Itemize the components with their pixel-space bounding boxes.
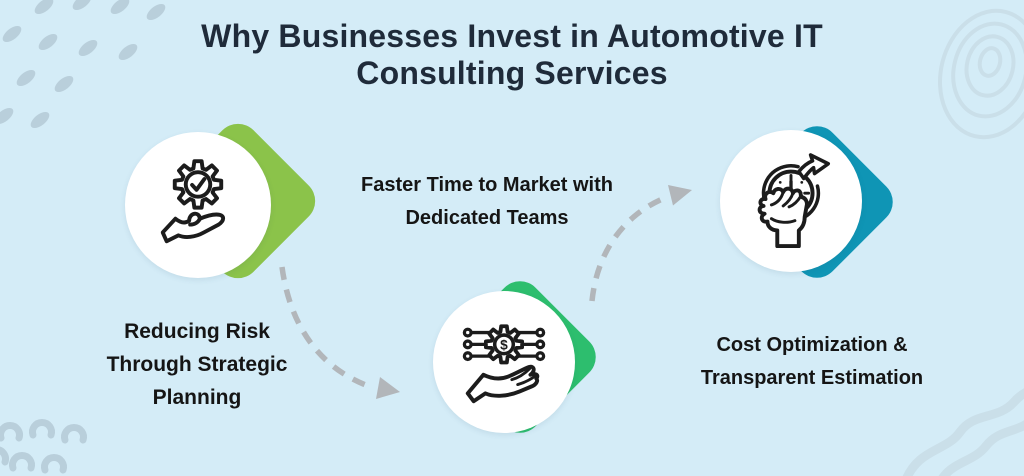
- hand-circuit-dollar-gear-icon: $: [462, 324, 546, 404]
- icon-circle: [125, 132, 271, 278]
- connector-arrow-2: [589, 185, 692, 302]
- label-line: Reducing Risk: [124, 320, 270, 343]
- squiggle-decoration: [902, 388, 1024, 476]
- page-title-line-1: Why Businesses Invest in Automotive IT: [201, 18, 823, 54]
- fist-stopwatch-arrow-icon: [757, 153, 831, 249]
- label-reducing-risk: Reducing Risk Through Strategic Planning: [67, 315, 327, 414]
- label-line: Cost Optimization &: [716, 334, 908, 356]
- page-title: Why Businesses Invest in Automotive IT C…: [0, 18, 1024, 92]
- label-line: Faster Time to Market with: [361, 174, 613, 196]
- label-line: Dedicated Teams: [405, 207, 569, 229]
- dash-pattern-decoration: [0, 0, 166, 129]
- label-faster-time-to-market: Faster Time to Market with Dedicated Tea…: [327, 169, 647, 235]
- arch-pattern-decoration: [0, 419, 87, 474]
- label-line: Through Strategic: [106, 353, 288, 376]
- concentric-rings-decoration: [937, 8, 1024, 140]
- arrowhead-icon: [668, 185, 692, 206]
- label-line: Transparent Estimation: [700, 367, 924, 389]
- page-title-line-2: Consulting Services: [356, 55, 668, 91]
- connector-arrow-1: [279, 266, 400, 399]
- label-line: Planning: [152, 386, 242, 409]
- hand-gear-check-icon: [160, 159, 226, 244]
- dollar-glyph: $: [500, 337, 508, 352]
- label-cost-optimization: Cost Optimization & Transparent Estimati…: [652, 329, 972, 395]
- icon-circle: $: [433, 291, 575, 433]
- arrowhead-icon: [376, 377, 400, 399]
- icon-circle: [720, 130, 862, 272]
